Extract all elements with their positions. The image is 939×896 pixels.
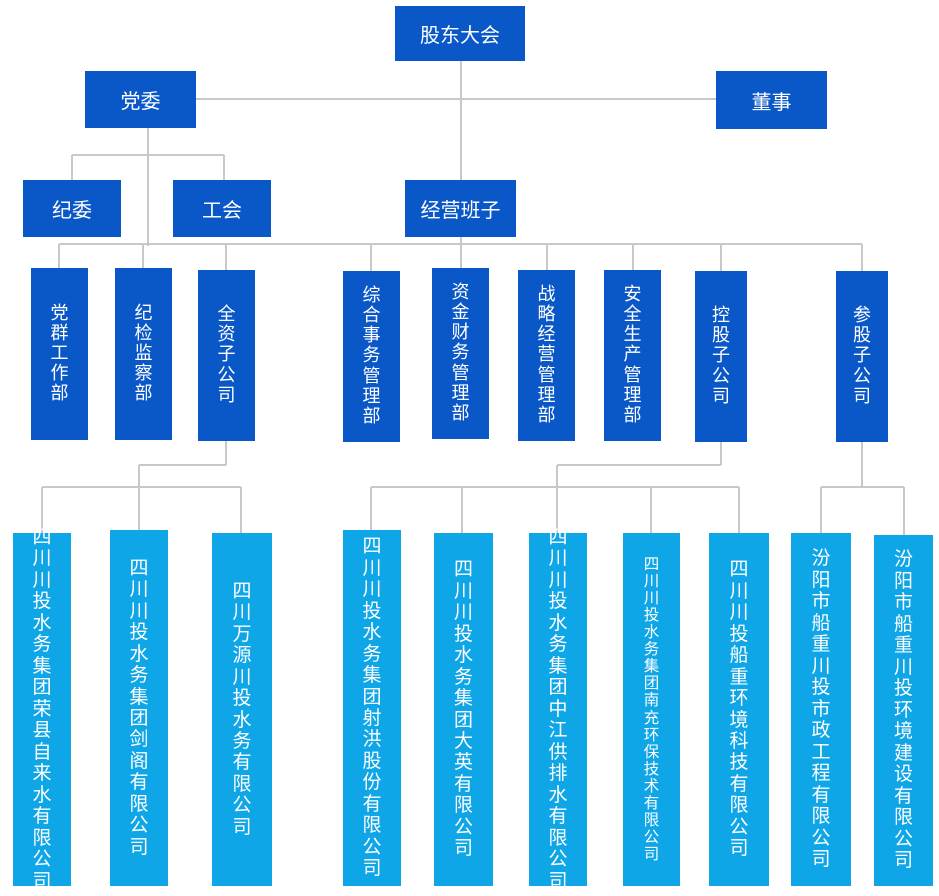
subsidiary-label: 汾阳市船重川投市政工程有限公司 <box>811 547 831 871</box>
subsidiary-box: 四川川投水务集团剑阁有限公司 <box>110 530 168 886</box>
subsidiary-label: 四川川投水务集团南充环保技术有限公司 <box>643 555 660 863</box>
subsidiary-label: 汾阳市船重川投环境建设有限公司 <box>893 548 913 872</box>
department-label: 参股子公司 <box>852 305 871 407</box>
department-box: 党群工作部 <box>31 268 88 440</box>
department-label: 党群工作部 <box>50 302 69 405</box>
department-box: 全资子公司 <box>198 270 255 441</box>
subsidiary-label: 四川川投水务集团剑阁有限公司 <box>129 556 149 858</box>
department-label: 纪检监察部 <box>134 302 153 405</box>
department-box: 参股子公司 <box>836 271 888 442</box>
department-box: 纪检监察部 <box>115 268 172 440</box>
subsidiary-label: 四川川投水务集团大英有限公司 <box>453 558 473 860</box>
subsidiary-box: 汾阳市船重川投环境建设有限公司 <box>874 535 933 886</box>
subsidiary-label: 四川川投水务集团荣县自来水有限公司 <box>32 526 52 892</box>
discipline-committee-box: 纪委 <box>23 180 121 237</box>
party-committee-label: 党委 <box>120 89 161 113</box>
subsidiary-box: 四川川投水务集团大英有限公司 <box>434 533 493 886</box>
subsidiary-label: 四川川投水务集团中江供排水有限公司 <box>548 526 568 892</box>
subsidiary-box: 汾阳市船重川投市政工程有限公司 <box>791 533 851 886</box>
department-box: 安全生产管理部 <box>604 270 661 441</box>
board-label: 董事 <box>751 89 792 114</box>
department-label: 综合事务管理部 <box>362 284 381 427</box>
department-label: 资金财务管理部 <box>451 281 470 424</box>
management-team-box: 经营班子 <box>405 180 516 237</box>
department-box: 资金财务管理部 <box>432 268 489 439</box>
labor-union-box: 工会 <box>173 180 271 237</box>
department-label: 全资子公司 <box>217 304 236 406</box>
subsidiary-label: 四川川投水务集团射洪股份有限公司 <box>362 535 382 880</box>
department-box: 战略经营管理部 <box>518 270 575 441</box>
board-box: 董事 <box>716 71 827 129</box>
department-label: 控股子公司 <box>711 305 730 407</box>
department-label: 安全生产管理部 <box>623 283 642 426</box>
subsidiary-box: 四川川投水务集团荣县自来水有限公司 <box>13 526 71 891</box>
party-committee-box: 党委 <box>85 71 196 128</box>
subsidiary-box: 四川川投水务集团南充环保技术有限公司 <box>623 533 680 886</box>
discipline-committee-label: 纪委 <box>52 198 92 222</box>
department-label: 战略经营管理部 <box>537 283 556 426</box>
department-box: 综合事务管理部 <box>343 271 400 442</box>
subsidiary-box: 四川万源川投水务有限公司 <box>212 533 272 886</box>
shareholders-meeting-label: 股东大会 <box>420 23 500 47</box>
labor-union-label: 工会 <box>202 198 242 222</box>
subsidiary-label: 四川万源川投水务有限公司 <box>232 579 252 838</box>
shareholders-meeting-box: 股东大会 <box>395 6 525 61</box>
subsidiary-box: 四川川投水务集团中江供排水有限公司 <box>529 526 587 891</box>
subsidiary-box: 四川川投船重环境科技有限公司 <box>709 533 769 886</box>
subsidiary-label: 四川川投船重环境科技有限公司 <box>729 558 749 860</box>
management-team-label: 经营班子 <box>420 198 501 222</box>
department-box: 控股子公司 <box>695 271 747 442</box>
subsidiary-box: 四川川投水务集团射洪股份有限公司 <box>343 530 401 886</box>
